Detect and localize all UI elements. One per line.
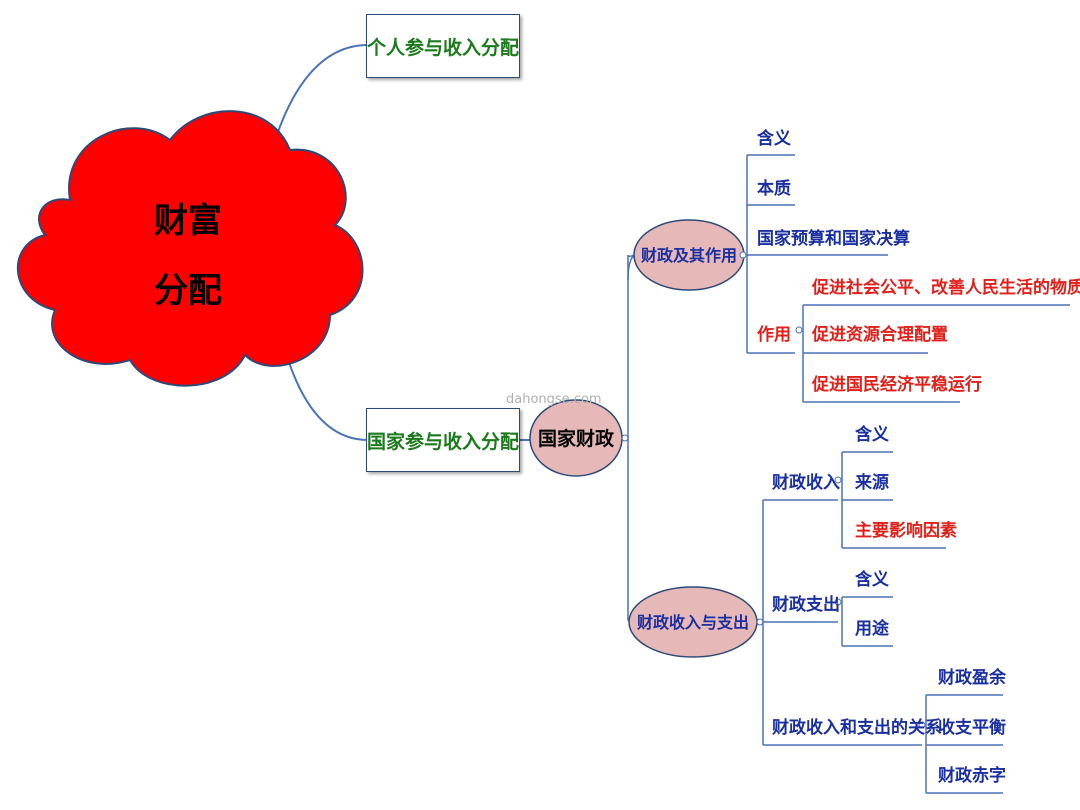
income-factors: 主要影响因素: [855, 521, 957, 541]
income-label: 财政收入: [772, 473, 840, 493]
connector-national: [284, 349, 369, 441]
finance-budget: 国家预算和国家决算: [757, 229, 910, 249]
spending-meaning: 含义: [855, 570, 889, 590]
root-title-line2: 分配: [154, 271, 222, 311]
finance-meaning: 含义: [757, 129, 791, 149]
relation-balance: 收支平衡: [938, 718, 1006, 738]
role-item-1: 促进社会公平、改善人民生活的物质保障: [812, 278, 1080, 298]
root-cloud: [17, 110, 364, 387]
spending-label: 财政支出: [772, 595, 840, 615]
finance-role-label: 作用: [757, 325, 791, 345]
watermark: dahongse.com: [506, 392, 602, 407]
role-item-2: 促进资源合理配置: [812, 325, 948, 345]
hub-label: 国家财政: [538, 427, 615, 450]
income-spending-label: 财政收入与支出: [636, 613, 749, 632]
national-distribution-label: 国家参与收入分配: [367, 430, 520, 453]
relation-surplus: 财政盈余: [938, 668, 1006, 688]
connector-hub-branches: [627, 254, 637, 621]
hub-collapse-dot: [621, 434, 629, 442]
connector-personal: [271, 44, 369, 151]
income-source: 来源: [855, 473, 889, 493]
personal-distribution-label: 个人参与收入分配: [367, 36, 520, 59]
relation-deficit: 财政赤字: [938, 766, 1006, 786]
relation-label: 财政收入和支出的关系: [772, 718, 942, 738]
role-item-3: 促进国民经济平稳运行: [812, 375, 982, 395]
national-distribution-box[interactable]: 国家参与收入分配: [366, 408, 520, 472]
income-meaning: 含义: [855, 425, 889, 445]
root-title-line1: 财富: [154, 201, 222, 241]
finance-essence: 本质: [757, 179, 791, 199]
personal-distribution-box[interactable]: 个人参与收入分配: [366, 14, 520, 78]
finance-role-label: 财政及其作用: [640, 246, 737, 265]
spending-usage: 用途: [855, 619, 889, 639]
